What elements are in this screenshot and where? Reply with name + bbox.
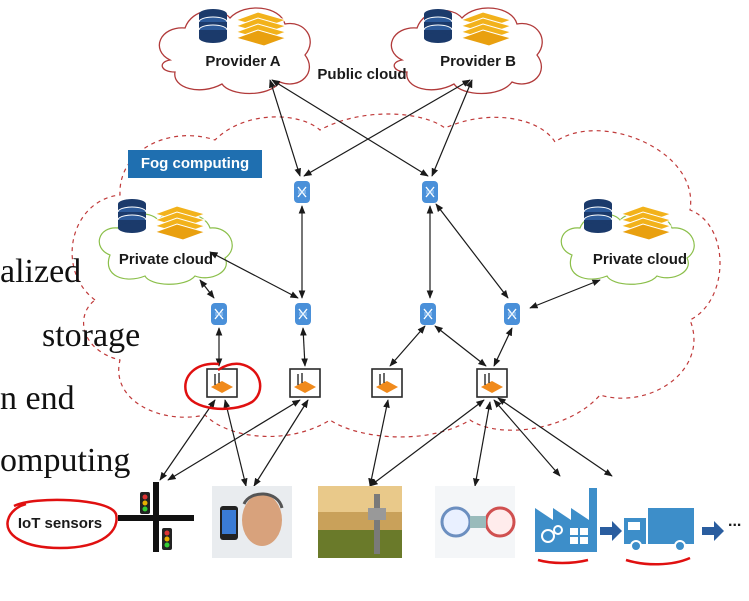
database-icon: [198, 8, 228, 44]
access-point-icon: [476, 368, 508, 398]
access-point-icon: [206, 368, 238, 398]
slide-text-line-4: omputing: [0, 442, 131, 479]
database-icon: [583, 198, 613, 234]
private-cloud-right: [560, 211, 695, 285]
router-icon: [419, 302, 437, 326]
arrow-icon: [600, 521, 622, 541]
access-point-icon: [289, 368, 321, 398]
chain-ellipsis: ...: [728, 513, 742, 530]
red-annotation-marks: [6, 362, 691, 566]
slide-text-line-1: alized: [0, 253, 82, 290]
fog-computing-label: Fog computing: [128, 150, 262, 178]
database-icon: [117, 198, 147, 234]
arrow-icon: [702, 521, 724, 541]
public-cloud-provider-a: [158, 7, 311, 95]
traffic-light-icon: [118, 482, 194, 552]
access-point-icon: [371, 368, 403, 398]
connection-arrows: [159, 79, 613, 487]
truck-icon: [624, 508, 694, 552]
provider-a-label: Provider A: [205, 53, 280, 70]
public-cloud-label: Public cloud: [317, 66, 406, 83]
slide-text-line-2: storage: [42, 317, 141, 354]
router-icon: [421, 180, 439, 204]
router-icon: [293, 180, 311, 204]
field-sensor-icon: [318, 486, 402, 558]
router-icon: [210, 302, 228, 326]
provider-b-label: Provider B: [440, 53, 516, 70]
router-icon: [503, 302, 521, 326]
water-meter-icon: [435, 486, 516, 558]
iot-sensors-label: IoT sensors: [17, 515, 103, 532]
factory-icon: [535, 488, 597, 552]
router-icon: [294, 302, 312, 326]
private-cloud-left-label: Private cloud: [119, 251, 213, 268]
slide-text-line-3: n end: [0, 380, 75, 417]
private-cloud-right-label: Private cloud: [593, 251, 687, 268]
phone-head-icon: [212, 486, 292, 558]
database-icon: [423, 8, 453, 44]
